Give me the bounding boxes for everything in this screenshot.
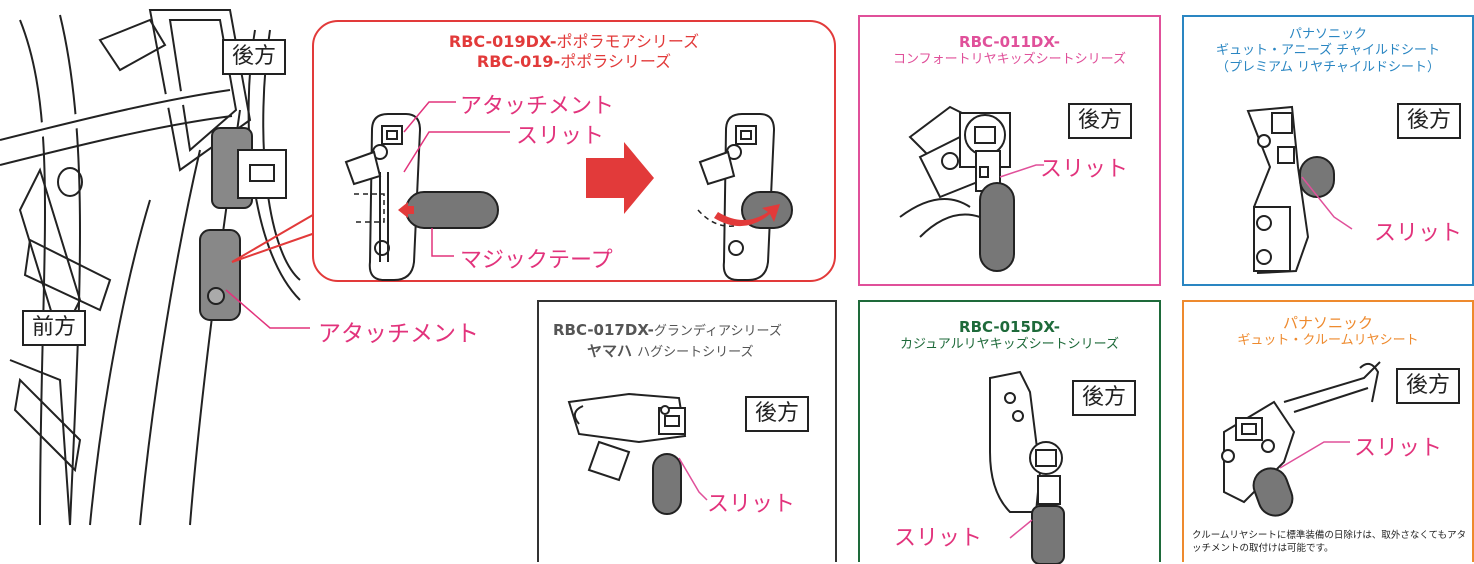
panel-3-model: RBC-017DX- — [553, 321, 654, 339]
main-seat-illustration: 後方 前方 — [0, 0, 331, 526]
panel-3-slit-label: スリット — [707, 492, 796, 517]
panel-1-series: コンフォートリヤキッズシートシリーズ — [893, 51, 1126, 67]
panel-rbc-015dx: RBC-015DX- カジュアルリヤキッズシートシリーズ 後方 スリット — [858, 300, 1161, 564]
panel-5-drawing — [1221, 361, 1381, 517]
panel-4-drawing — [989, 370, 1065, 564]
panel-3-rear-tag: 後方 — [745, 396, 810, 433]
rear-tag: 後方 — [222, 39, 287, 76]
callout-velcro-label: マジックテープ — [460, 248, 613, 273]
panel-rbc-011dx: RBC-011DX- コンフォートリヤキッズシートシリーズ 後方 スリット — [858, 15, 1161, 286]
panel-4-model: RBC-015DX- — [959, 318, 1060, 336]
panel-2-slit-label: スリット — [1374, 221, 1463, 246]
panel-2-line3: （プレミアム リヤチャイルドシート） — [1215, 59, 1441, 75]
panel-4-rear-tag: 後方 — [1072, 380, 1137, 417]
panel-panasonic-annies: パナソニック ギュット・アニーズ チャイルドシート （プレミアム リヤチャイルド… — [1182, 15, 1474, 286]
front-tag: 前方 — [22, 310, 87, 347]
panel-rbc-017dx: RBC-017DX-グランディアシリーズ ヤマハ ハグシートシリーズ 後方 スリ… — [537, 300, 837, 562]
panel-2-line2: ギュット・アニーズ チャイルドシート — [1215, 43, 1441, 59]
panel-panasonic-cruum: パナソニック ギュット・クルームリヤシート 後方 スリット クルームリヤシートに… — [1182, 300, 1474, 562]
panel-4-slit-label: スリット — [894, 526, 983, 551]
panel-3-drawing — [567, 392, 708, 515]
panel-5-line2: ギュット・クルームリヤシート — [1237, 332, 1419, 348]
callout-title: RBC-019DX-ポポラモアシリーズ RBC-019-ポポラシリーズ — [314, 32, 834, 72]
seat-drawing — [0, 9, 331, 526]
panel-1-slit-label: スリット — [1040, 157, 1129, 182]
panel-2-drawing — [1246, 105, 1353, 275]
callout-series-2: ポポラシリーズ — [560, 52, 672, 71]
panel-1-rear-tag: 後方 — [1068, 103, 1133, 140]
panel-4-title: RBC-015DX- カジュアルリヤキッズシートシリーズ — [860, 318, 1159, 353]
callout-model-1: RBC-019DX- — [448, 32, 557, 51]
callout-drawing — [344, 101, 793, 281]
callout-series-1: ポポラモアシリーズ — [556, 32, 700, 51]
callout-attachment-label: アタッチメント — [460, 94, 615, 119]
velcro-strap — [405, 191, 499, 229]
panel-3-title: RBC-017DX-グランディアシリーズ ヤマハ ハグシートシリーズ — [553, 320, 782, 362]
panel-5-title: パナソニック ギュット・クルームリヤシート — [1184, 314, 1472, 349]
panel-1-drawing — [899, 105, 1044, 272]
attachment-label: アタッチメント — [318, 321, 479, 347]
panel-2-line1: パナソニック — [1288, 27, 1367, 42]
panel-5-rear-tag: 後方 — [1396, 368, 1461, 405]
panel-2-rear-tag: 後方 — [1397, 103, 1462, 140]
panel-5-line1: パナソニック — [1282, 314, 1373, 332]
panel-2-title: パナソニック ギュット・アニーズ チャイルドシート （プレミアム リヤチャイルド… — [1184, 27, 1472, 76]
panel-4-series: カジュアルリヤキッズシートシリーズ — [899, 336, 1120, 352]
panel-3-series: グランディアシリーズ — [653, 324, 782, 339]
panel-3-series-2: ハグシートシリーズ — [637, 344, 754, 360]
callout-panel: RBC-019DX-ポポラモアシリーズ RBC-019-ポポラシリーズ — [312, 20, 836, 282]
callout-model-2: RBC-019- — [476, 52, 561, 71]
arrow-icon — [586, 142, 654, 214]
callout-slit-label: スリット — [516, 124, 605, 149]
panel-5-slit-label: スリット — [1354, 436, 1443, 461]
panel-1-title: RBC-011DX- コンフォートリヤキッズシートシリーズ — [860, 33, 1159, 68]
panel-1-model: RBC-011DX- — [959, 33, 1060, 51]
panel-3-model-2: ヤマハ — [587, 341, 633, 360]
panel-5-note: クルームリヤシートに標準装備の日除けは、取外さなくてもアタッチメントの取付けは可… — [1192, 530, 1467, 554]
